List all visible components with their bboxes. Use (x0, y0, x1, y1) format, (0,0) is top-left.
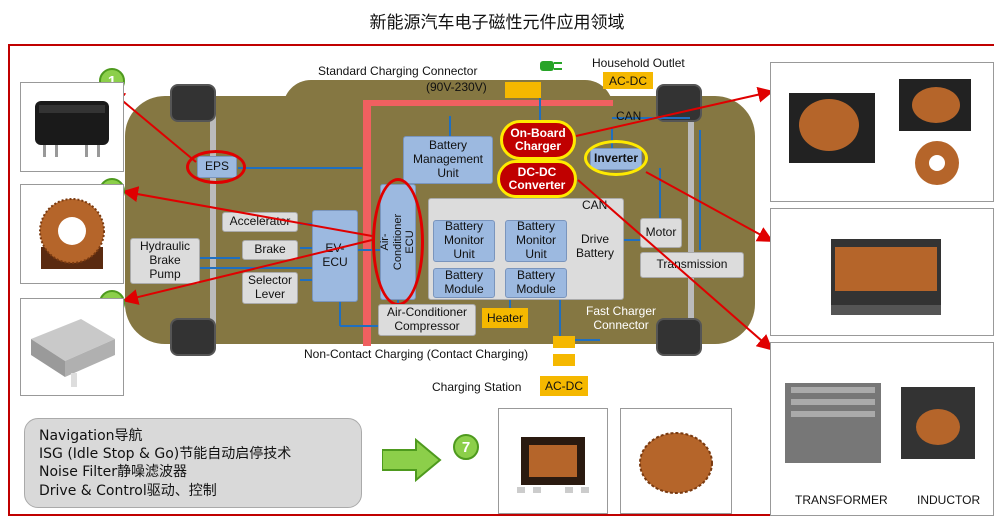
accelerator-block: Accelerator (222, 212, 298, 232)
page-title: 新能源汽车电子磁性元件应用领域 (369, 13, 625, 33)
ac-dc-bottom-badge: AC-DC (540, 376, 588, 396)
brake-block: Brake (242, 240, 298, 260)
onboard-charger-block: On-Board Charger (500, 120, 576, 160)
ac-dc-top-badge: AC-DC (603, 72, 653, 89)
photo-coil-7b (620, 408, 732, 514)
application-item: ISG (Idle Stop & Go)节能自动启停技术 (39, 446, 292, 463)
rear-axle (688, 100, 694, 340)
wheel-rear-right (656, 318, 702, 356)
contact-pad-2 (553, 354, 575, 366)
application-item: Navigation导航 (39, 428, 143, 444)
can-top-label: CAN (616, 109, 642, 123)
inverter-highlight (584, 140, 648, 176)
photo-emi-module (20, 82, 124, 172)
hv-line-vertical (363, 100, 371, 346)
heater-block: Heater (482, 308, 528, 328)
hydraulic-brake-pump-block: Hydraulic Brake Pump (130, 238, 200, 284)
non-contact-charging-label: Non-Contact Charging (Contact Charging) (304, 347, 529, 361)
wheel-front-left (170, 84, 216, 122)
household-outlet-label: Household Outlet (592, 56, 685, 70)
transformer-caption: TRANSFORMER (795, 493, 888, 507)
battery-monitor-unit-1: Battery Monitor Unit (433, 219, 495, 262)
charging-station-label: Charging Station (432, 380, 522, 394)
photo-transformer-inductor-6: TRANSFORMER INDUCTOR (770, 342, 994, 516)
battery-module-2: Battery Module (505, 268, 567, 298)
plug-icon (540, 58, 568, 74)
front-axle (210, 100, 216, 340)
battery-monitor-unit-2: Battery Monitor Unit (505, 219, 567, 262)
eps-highlight (186, 150, 246, 184)
standard-charging-label: Standard Charging Connector (318, 64, 478, 78)
number-badge-7: 7 (453, 434, 479, 460)
application-item: Drive & Control驱动、控制 (39, 482, 217, 499)
selector-lever-block: Selector Lever (242, 272, 298, 304)
diagram-frame (8, 44, 994, 516)
fast-charger-label: Fast Charger Connector (586, 304, 657, 332)
green-arrow-icon (381, 437, 442, 483)
photo-transformers-4 (770, 62, 994, 202)
application-item: Noise Filter静噪滤波器 (39, 464, 187, 481)
hv-line-horizontal (363, 100, 613, 106)
bmu-block: Battery Management Unit (403, 136, 493, 184)
photo-toroid-inductor (20, 184, 124, 284)
photo-sealed-module (20, 298, 124, 396)
applications-list: Navigation导航 ISG (Idle Stop & Go)节能自动启停技… (24, 418, 362, 508)
charging-connector (505, 82, 541, 98)
motor-block: Motor (640, 218, 682, 248)
voltage-label: (90V-230V) (426, 80, 487, 94)
ac-compressor-block: Air-Conditioner Compressor (378, 304, 476, 336)
photo-smd-transformer-7a (498, 408, 608, 514)
dcdc-converter-block: DC-DC Converter (497, 160, 577, 198)
battery-module-1: Battery Module (433, 268, 495, 298)
can-mid-label: CAN (582, 198, 608, 212)
inductor-caption: INDUCTOR (917, 493, 981, 507)
ev-ecu-block: EV-ECU (312, 210, 358, 302)
photo-common-mode-choke-5 (770, 208, 994, 336)
transmission-block: Transmission (640, 252, 744, 278)
drive-battery-label: Drive Battery (576, 232, 615, 260)
contact-pad-1 (553, 336, 575, 348)
wheel-front-right (170, 318, 216, 356)
